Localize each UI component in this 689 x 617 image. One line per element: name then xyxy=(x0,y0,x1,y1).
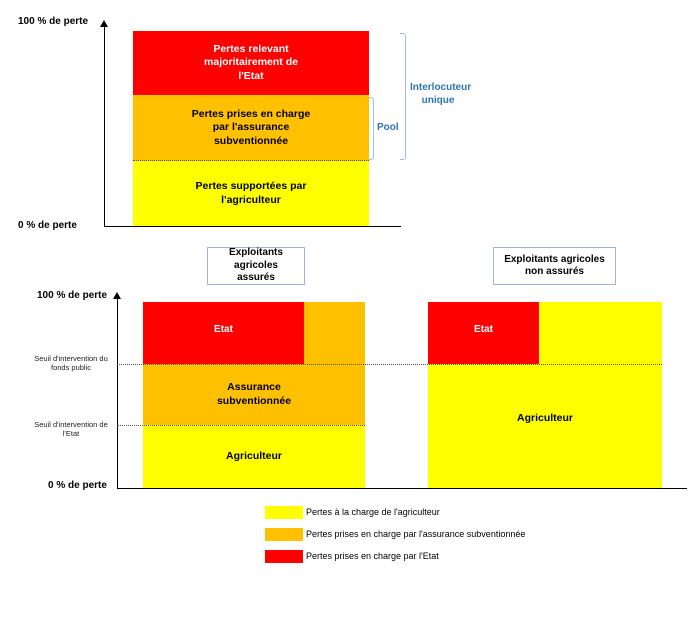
bottom-y-max-label: 100 % de perte xyxy=(37,290,108,301)
insured-header: Exploitants agricoles assurés xyxy=(207,247,305,285)
pool-label: Pool xyxy=(377,122,399,133)
insured-block-state: Etat xyxy=(143,302,304,364)
uninsured-header: Exploitants agricoles non assurés xyxy=(493,247,616,285)
legend-insurance-label: Pertes prises en charge par l'assurance … xyxy=(306,529,526,539)
top-x-axis xyxy=(104,226,401,227)
threshold-public-fund-label: Seuil d'intervention du fonds public xyxy=(34,354,108,373)
top-y-max-label: 100 % de perte xyxy=(18,16,89,27)
state-threshold-line xyxy=(117,425,365,426)
insured-block-insurance: Assurance subventionnée xyxy=(216,381,292,407)
top-block-state: Pertes relevant majoritairement de l'Eta… xyxy=(133,31,369,95)
legend-farmer-swatch xyxy=(265,506,303,519)
top-y-min-label: 0 % de perte xyxy=(18,220,77,231)
bottom-x-axis xyxy=(117,488,687,489)
legend-insurance-swatch xyxy=(265,528,303,541)
bottom-y-axis xyxy=(117,298,118,488)
single-contact-brace xyxy=(400,33,406,160)
legend-farmer-label: Pertes à la charge de l'agriculteur xyxy=(306,507,440,517)
top-block-insurance: Pertes prises en charge par l'assurance … xyxy=(133,95,369,161)
single-contact-label: Interlocuteur unique xyxy=(410,82,472,106)
uninsured-block-state: Etat xyxy=(428,302,539,364)
threshold-state-label: Seuil d'intervention de l'Etat xyxy=(34,420,108,439)
legend-state-label: Pertes prises en charge par l'Etat xyxy=(306,551,439,561)
insured-block-farmer: Agriculteur xyxy=(143,425,365,488)
top-y-axis-arrow xyxy=(100,20,108,27)
top-divider-line xyxy=(133,160,369,161)
legend-state-swatch xyxy=(265,550,303,563)
bottom-y-axis-arrow xyxy=(113,292,121,299)
public-fund-threshold-line xyxy=(117,364,662,365)
pool-brace xyxy=(369,97,374,160)
top-y-axis xyxy=(104,26,105,226)
uninsured-block-farmer: Agriculteur xyxy=(516,412,573,425)
bottom-y-min-label: 0 % de perte xyxy=(48,480,107,491)
top-block-farmer: Pertes supportées par l'agriculteur xyxy=(133,161,369,226)
